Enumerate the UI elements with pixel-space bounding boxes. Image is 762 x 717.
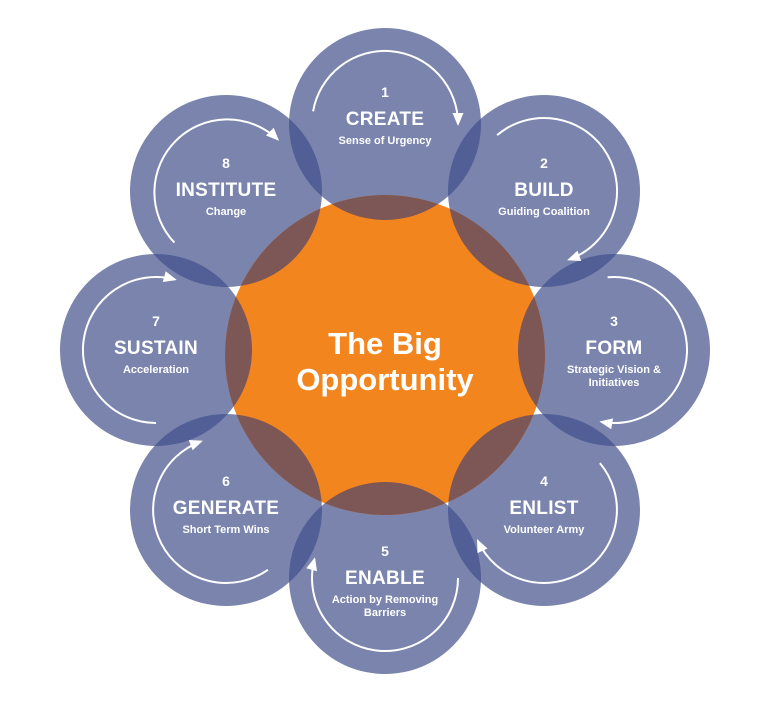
step-title: ENLIST <box>509 498 578 519</box>
step-subtitle: Acceleration <box>123 364 189 376</box>
step-number: 5 <box>381 543 389 559</box>
step-number: 4 <box>540 473 548 489</box>
step-title: ENABLE <box>345 568 425 589</box>
step-circle-2 <box>448 95 640 287</box>
arrow-head-icon <box>452 113 464 126</box>
center-circle <box>225 195 545 515</box>
step-circle-5 <box>289 482 481 674</box>
cycle-arrow-1 <box>312 49 459 125</box>
step-circle-8 <box>130 95 322 287</box>
arrow-head-icon <box>266 127 279 141</box>
center-title-line-1: The Big <box>328 326 442 361</box>
arrow-head-icon <box>188 440 203 451</box>
cycle-arrows <box>81 49 689 653</box>
arrow-head-icon <box>477 539 488 554</box>
step-circle-3 <box>518 254 710 446</box>
step-subtitle: Guiding Coalition <box>498 206 590 218</box>
cycle-arrow-8 <box>153 118 279 244</box>
step-circle-1 <box>289 28 481 220</box>
arrow-head-icon <box>567 250 582 261</box>
step-number: 1 <box>381 84 389 100</box>
step-number: 2 <box>540 155 548 171</box>
arrow-head-icon <box>599 418 614 430</box>
step-subtitle: Change <box>206 206 246 218</box>
step-title: INSTITUTE <box>176 180 277 201</box>
cycle-arrow-6 <box>152 440 269 584</box>
step-subtitle: Action by Removing <box>332 594 438 606</box>
step-number: 7 <box>152 313 160 329</box>
step-circle-7 <box>60 254 252 446</box>
arrow-head-icon <box>162 271 177 282</box>
step-subtitle: Strategic Vision & <box>567 364 661 376</box>
step-title: CREATE <box>346 109 425 130</box>
step-number: 3 <box>610 313 618 329</box>
cycle-arrow-5 <box>311 558 459 653</box>
step-subtitle: Barriers <box>364 607 406 619</box>
step-subtitle: Volunteer Army <box>504 524 586 536</box>
step-title: FORM <box>585 338 642 359</box>
step-title: BUILD <box>514 180 574 201</box>
step-subtitle: Initiatives <box>589 377 640 389</box>
step-title: GENERATE <box>173 498 280 519</box>
cycle-arrow-7 <box>81 276 176 424</box>
cycle-arrow-3 <box>601 276 689 425</box>
arrow-head-icon <box>306 557 317 572</box>
step-subtitle: Sense of Urgency <box>339 135 433 147</box>
cycle-arrow-2 <box>496 117 619 261</box>
center-title-line-2: Opportunity <box>296 362 474 397</box>
step-subtitle: Short Term Wins <box>182 524 269 536</box>
step-number: 6 <box>222 473 230 489</box>
step-number: 8 <box>222 155 230 171</box>
step-title: SUSTAIN <box>114 338 198 359</box>
cycle-arrow-4 <box>476 462 618 584</box>
